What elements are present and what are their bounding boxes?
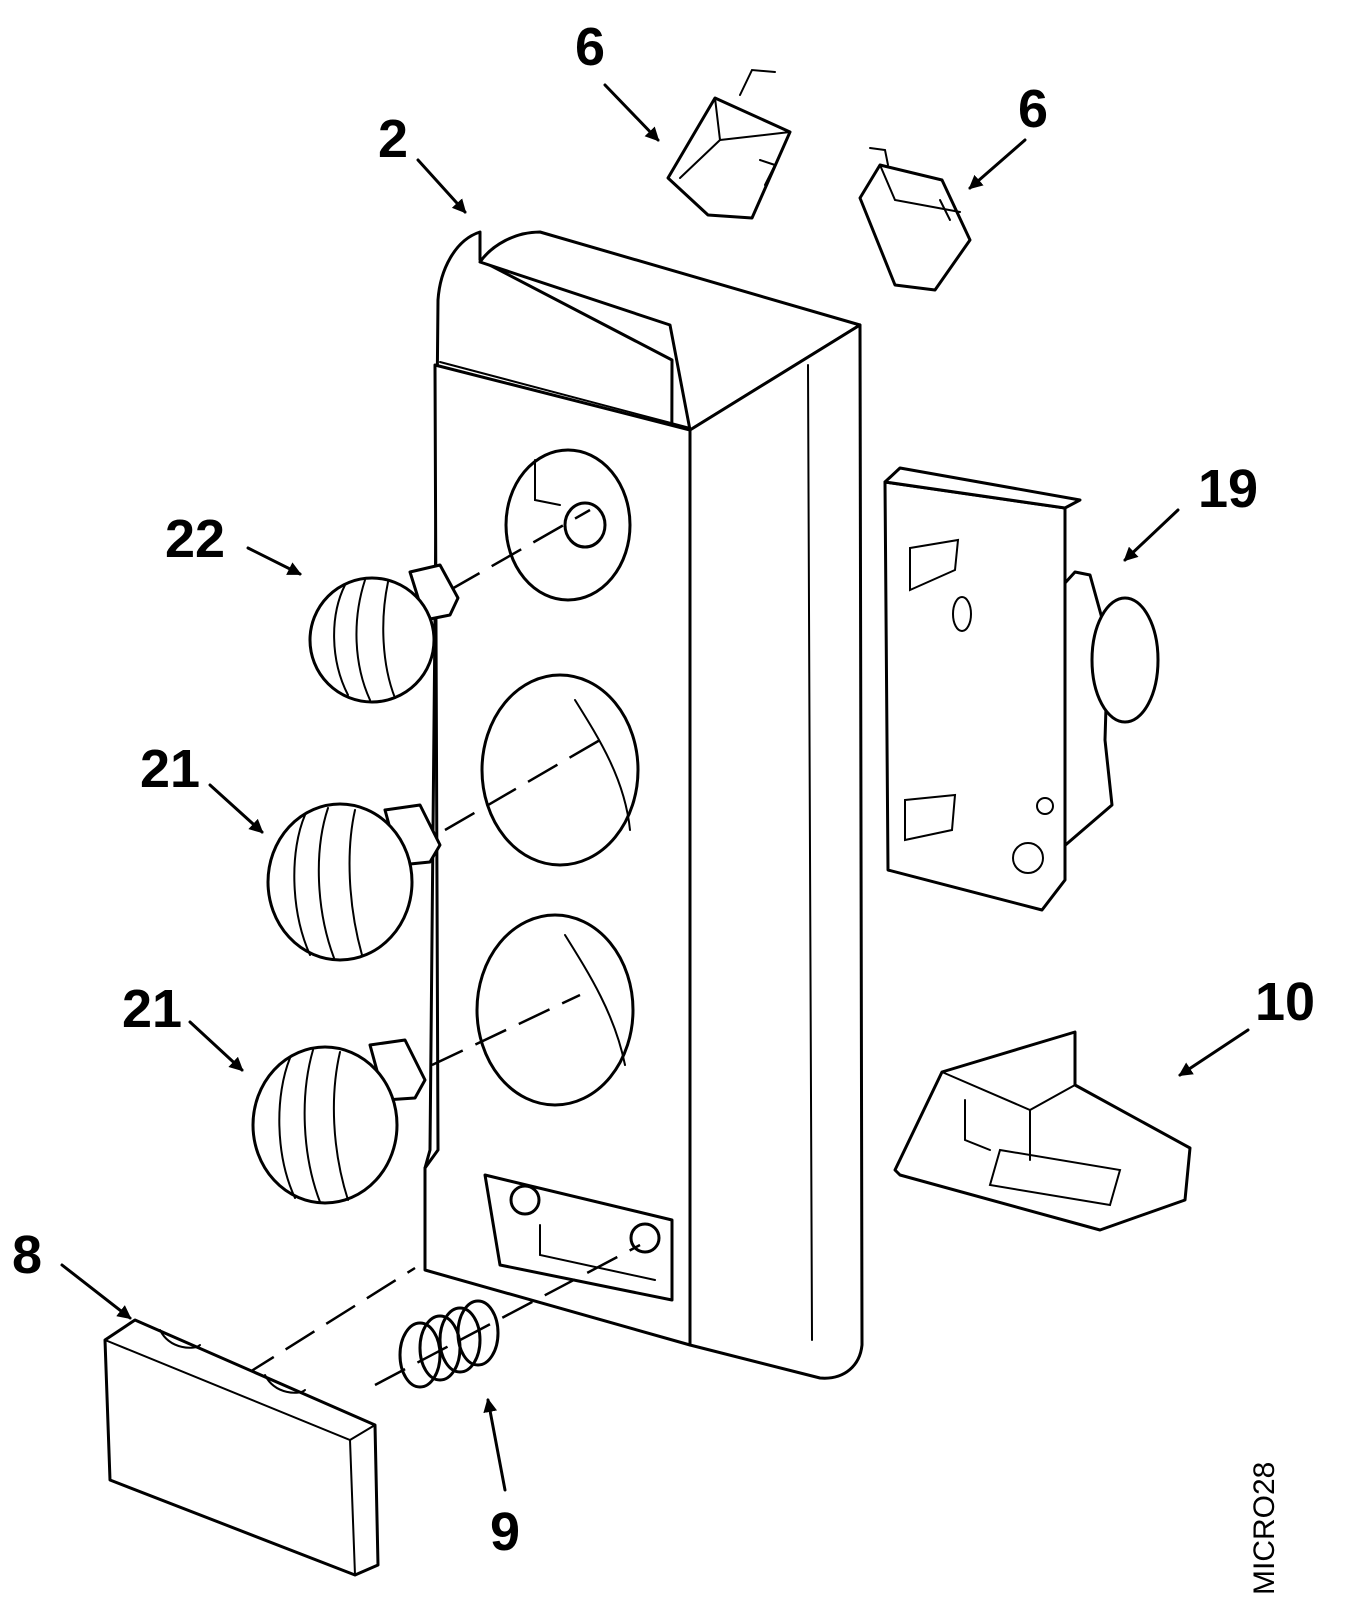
label-bracket: 10 <box>1255 972 1316 1032</box>
leader-arrows <box>60 83 1250 1492</box>
label-control-panel: 2 <box>378 109 409 169</box>
label-switch-right: 6 <box>1018 79 1049 139</box>
door-button <box>103 1318 380 1577</box>
label-switch-left: 6 <box>575 17 606 77</box>
control-panel-housing <box>423 230 864 1380</box>
label-knob-top: 22 <box>165 509 226 569</box>
assembly-guide-lines <box>244 508 641 1387</box>
knob-lower <box>251 1038 427 1205</box>
label-knob-middle: 21 <box>140 739 201 799</box>
switch-right <box>858 147 972 292</box>
label-knob-lower: 21 <box>122 979 183 1039</box>
label-door-button: 8 <box>12 1225 43 1285</box>
mounting-bracket <box>893 1030 1192 1232</box>
drawing-code: MICRO28 <box>1248 1461 1281 1595</box>
timer-assembly <box>883 466 1160 912</box>
knob-top <box>308 563 460 704</box>
label-spring: 9 <box>490 1502 521 1562</box>
switch-left <box>666 68 792 220</box>
spring <box>398 1299 500 1389</box>
knob-middle <box>266 802 442 962</box>
label-timer: 19 <box>1198 459 1259 519</box>
